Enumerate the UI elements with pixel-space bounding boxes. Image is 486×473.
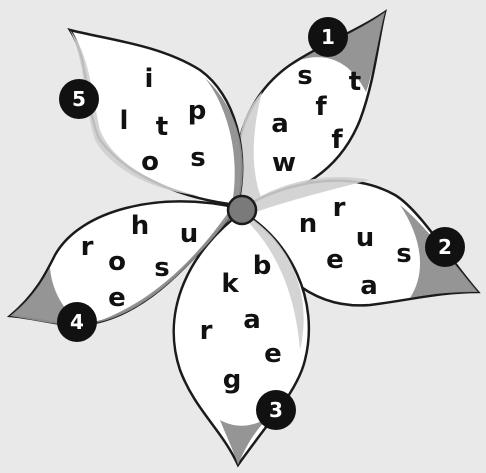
petal-5-letter[interactable]: p — [188, 96, 207, 126]
petal-5-letter[interactable]: t — [156, 112, 168, 142]
petal-2-letter[interactable]: s — [396, 239, 411, 269]
petal-number-badge-5: 5 — [59, 79, 99, 119]
petal-3-letter[interactable]: e — [264, 339, 282, 369]
petal-2-letter[interactable]: r — [333, 193, 346, 223]
petal-1-letter[interactable]: f — [331, 125, 343, 155]
petal-3-letter[interactable]: b — [253, 251, 272, 281]
petal-1[interactable] — [235, 9, 387, 207]
petal-5-letter[interactable]: o — [141, 147, 159, 177]
petal-4-letter[interactable]: s — [154, 253, 169, 283]
petal-3-letter[interactable]: r — [200, 316, 213, 346]
petal-3-letter[interactable]: g — [223, 365, 242, 395]
petal-4-letter[interactable]: e — [108, 283, 126, 313]
petal-3-letter[interactable]: a — [243, 305, 261, 335]
petal-number-badge-1: 1 — [308, 17, 348, 57]
petal-1-letter[interactable]: a — [271, 109, 289, 139]
petal-1-letter[interactable]: t — [349, 67, 361, 97]
petal-5-letter[interactable]: s — [190, 143, 205, 173]
svg-text:4: 4 — [70, 310, 84, 334]
petal-2-letter[interactable]: n — [299, 209, 318, 239]
petal-4-letter[interactable]: u — [180, 219, 199, 249]
petal-4-letter[interactable]: o — [108, 247, 126, 277]
petal-number-badge-2: 2 — [425, 227, 465, 267]
petal-5[interactable] — [67, 28, 244, 207]
petal-1-letter[interactable]: s — [297, 61, 312, 91]
svg-text:2: 2 — [438, 235, 452, 259]
petal-2-letter[interactable]: u — [356, 223, 375, 253]
svg-text:3: 3 — [269, 398, 283, 422]
svg-text:5: 5 — [72, 87, 86, 111]
petal-number-badge-4: 4 — [57, 302, 97, 342]
flower-center — [226, 194, 258, 226]
petal-2-letter[interactable]: e — [326, 245, 344, 275]
petal-3-letter[interactable]: k — [221, 269, 239, 299]
petal-4-letter[interactable]: r — [81, 232, 94, 262]
petal-4-letter[interactable]: h — [131, 211, 150, 241]
svg-text:1: 1 — [321, 25, 335, 49]
petal-number-badge-3: 3 — [256, 390, 296, 430]
petal-5-letter[interactable]: i — [145, 64, 154, 94]
petal-2-letter[interactable]: a — [360, 271, 378, 301]
petal-1-letter[interactable]: f — [315, 92, 327, 122]
petal-5-letter[interactable]: l — [120, 106, 129, 136]
petal-1-letter[interactable]: w — [272, 148, 296, 178]
